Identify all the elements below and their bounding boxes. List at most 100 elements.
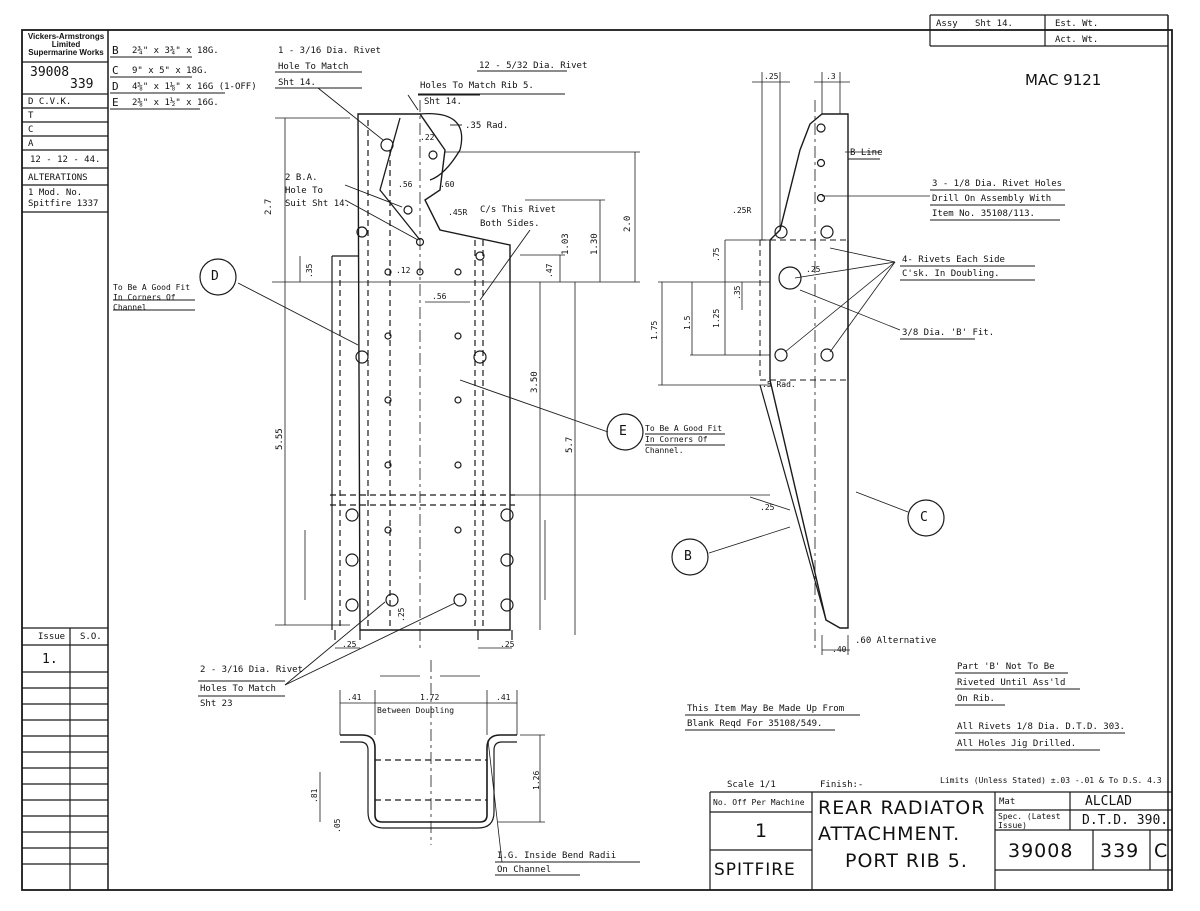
dim-27: 2.7 [264,198,274,215]
machine-name: SPITFIRE [714,860,796,880]
dim-41b: .41 [496,693,511,702]
assy-label: Assy [936,19,958,29]
material-e-letter: E [112,96,119,109]
side-view [658,72,930,655]
dim-130: 1.30 [590,233,600,255]
note-rivet12-1: 12 - 5/32 Dia. Rivet [479,61,588,71]
title-line-1: REAR RADIATOR [818,797,986,819]
dim-75: .75 [712,247,721,262]
note-ba-2: Hole To [285,186,323,196]
b-line-label: B Line [850,148,883,158]
note-rivet-top-3: Sht 14. [278,78,316,88]
dim-25c: .25 [500,640,515,649]
left-strip-grid [22,61,108,890]
material-c-size: 9" x 5" x 18G. [132,66,208,76]
sign-row-2: T [28,111,34,121]
dim-125: 1.25 [712,308,721,328]
good-fit-d-2: In Corners Of [113,293,176,302]
note-rivet12-3: Sht 14. [424,97,462,107]
note-made-1: This Item May Be Made Up From [687,704,845,714]
note-rivet2-2: Holes To Match [200,684,276,694]
dim-25r: .25R [732,206,752,215]
note-rivet-top-2: Hole To Match [278,62,349,72]
alterations-label: ALTERATIONS [28,173,88,183]
mat-label: Mat [999,797,1016,807]
note-cs-2: Both Sides. [480,219,540,229]
rad-5: .5 Rad. [762,380,796,389]
note-rivet-top-1: 1 - 3/16 Dia. Rivet [278,46,381,56]
main-plate [330,100,515,650]
sign-row-1: D C.V.K. [28,97,72,107]
main-plate-dimensions [272,117,770,649]
dim-60: .60 [440,180,455,189]
note-bend-1: I.G. Inside Bend Radii [497,851,617,861]
dim-57: 5.7 [565,436,575,453]
channel-section [319,660,545,863]
good-fit-e-2: In Corners Of [645,435,708,444]
company-line-2: Limited [51,40,81,49]
dim-12: .12 [396,266,411,275]
dim-47: .47 [545,263,554,278]
material-b-letter: B [112,44,119,57]
so-head: S.O. [80,632,102,642]
dim-25a: .25 [397,607,406,622]
dim-35a: .35 [305,263,314,278]
company-line-1: Vickers-Armstrongs [27,32,105,41]
note-rivet2-1: 2 - 3/16 Dia. Rivet [200,665,303,675]
dim-172: 1.72 [420,693,440,702]
title-line-3: PORT RIB 5. [845,850,968,872]
company-line-3: Supermarine Works [28,48,104,57]
dim-35b: .35 [733,285,742,300]
dim-350: 3.50 [530,371,540,393]
sheet-border [21,14,1173,891]
dim-60-alternative: .60 Alternative [855,636,937,646]
note-rad35: .35 Rad. [465,121,509,131]
part-number-sub-title: 339 [1100,840,1140,862]
issue-1: 1. [42,652,58,667]
good-fit-d-3: Channel [113,303,147,312]
note-part-b-2: Riveted Until Ass'ld [957,678,1066,688]
revision-letter: C [1154,840,1169,862]
title-line-2: ATTACHMENT. [818,823,961,845]
alteration-1: 1 Mod. No. [28,188,83,198]
note-rivet3-2: Drill On Assembly With [932,194,1052,204]
note-part-b-3: On Rib. [957,694,995,704]
material-d-size: 4⅝" x 1⅛" x 16G (1-OFF) [132,82,257,92]
part-number-main: 39008 [1008,840,1074,862]
material-e-size: 2⅜" x 1½" x 16G. [132,98,219,108]
spec-value: D.T.D. 390. [1082,813,1169,828]
no-off-label: No. Off Per Machine [713,798,805,807]
note-underlines [110,56,1125,876]
assy-sheet: Sht 14. [975,19,1013,29]
company-name: Vickers-Armstrongs Limited Supermarine W… [24,33,108,57]
sign-row-3: C [28,125,34,135]
sign-row-4: A [28,139,34,149]
side-view-holes [774,123,834,362]
dim-22: .22 [420,133,435,142]
dim-103: 1.03 [561,233,571,255]
scale: Scale 1/1 [727,780,776,790]
material-b-size: 2¾" x 3¾" x 18G. [132,46,219,56]
dim-555: 5.55 [275,428,285,450]
note-bend-2: On Channel [497,865,552,875]
good-fit-e-3: Channel. [645,446,684,455]
note-ba-3: Suit Sht 14. [285,199,351,209]
note-rivet12-2: Holes To Match Rib 5. [420,81,534,91]
note-all-rivets-2: All Holes Jig Drilled. [957,739,1077,749]
main-plate-holes [345,138,514,612]
dim-25e: .25 [760,503,775,512]
dim-175: 1.75 [650,320,659,340]
part-number-sub: 339 [70,77,94,92]
dim-15: 1.5 [683,315,692,330]
note-b-fit: 3/8 Dia. 'B' Fit. [902,328,995,338]
dim-81: .81 [310,788,319,803]
finish: Finish:- [820,780,864,790]
leader-lines [237,87,609,686]
dim-25b: .25 [342,640,357,649]
drawing-number: MAC 9121 [1025,71,1102,89]
alteration-1b: Spitfire 1337 [28,199,99,209]
note-all-rivets-1: All Rivets 1/8 Dia. D.T.D. 303. [957,722,1125,732]
weight-box [929,15,1168,47]
limits: Limits (Unless Stated) ±.03 -.01 & To D.… [940,776,1162,785]
